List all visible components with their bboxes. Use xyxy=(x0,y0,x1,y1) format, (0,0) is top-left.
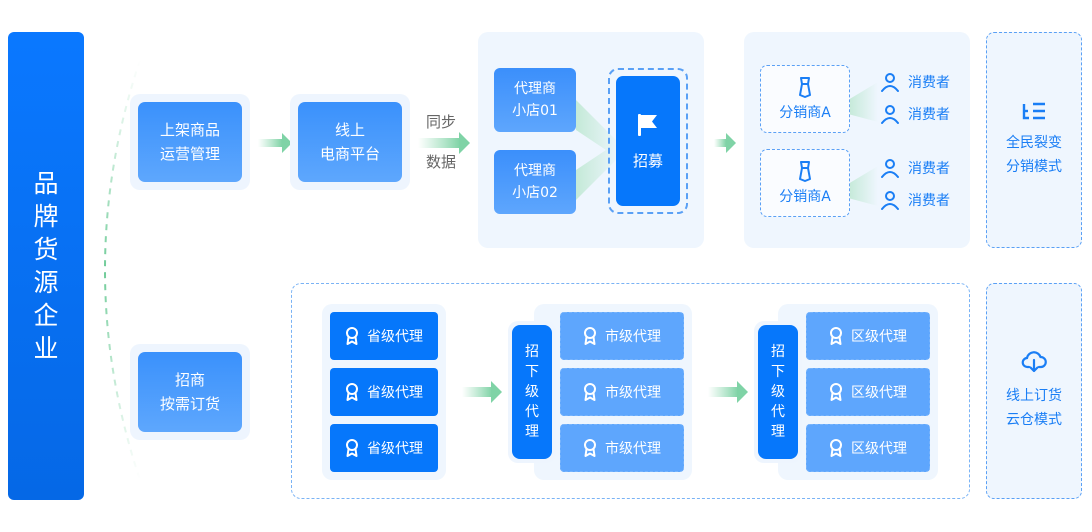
recruit-lower-label: 招下级代理 xyxy=(771,344,785,440)
provincial-agent-card[interactable]: 省级代理 xyxy=(330,312,438,360)
city-agent-card[interactable]: 市级代理 xyxy=(560,368,684,416)
recruit-label: 招募 xyxy=(632,151,663,170)
provincial-agent-card[interactable]: 省级代理 xyxy=(330,368,438,416)
provincial-group: 省级代理 省级代理 省级代理 xyxy=(322,304,446,480)
distributor-label: 分销商A xyxy=(779,105,831,121)
step-ecommerce-line2: 电商平台 xyxy=(319,145,380,163)
city-agent-label: 市级代理 xyxy=(605,329,661,345)
district-agent-card[interactable]: 区级代理 xyxy=(806,424,930,472)
provincial-agent-label: 省级代理 xyxy=(367,329,423,345)
hierarchy-list-icon xyxy=(1022,102,1045,120)
provincial-agent-label: 省级代理 xyxy=(367,385,423,401)
user-icon xyxy=(881,73,899,92)
agent-hierarchy-frame xyxy=(291,283,970,499)
flag-icon xyxy=(638,113,657,136)
arrow-right-icon xyxy=(714,133,736,153)
award-icon xyxy=(584,383,596,401)
sync-label-top: 同步 xyxy=(426,113,457,131)
recruit-lower-tag[interactable]: 招下级代理 xyxy=(512,325,552,459)
award-icon xyxy=(584,439,596,457)
award-icon xyxy=(584,327,596,345)
city-agent-card[interactable]: 市级代理 xyxy=(560,424,684,472)
award-icon xyxy=(346,439,358,457)
provincial-agent-label: 省级代理 xyxy=(367,441,423,457)
consumer-label: 消费者 xyxy=(908,161,950,177)
user-icon xyxy=(881,191,899,210)
step-shelf-line1: 上架商品 xyxy=(159,121,220,139)
arrow-right-icon xyxy=(708,381,748,403)
consumer-label: 消费者 xyxy=(908,75,950,91)
city-group: 市级代理 市级代理 市级代理 xyxy=(560,312,684,472)
step-shelf-line2: 运营管理 xyxy=(159,145,220,163)
consumer-item: 消费者 xyxy=(880,158,950,178)
district-agent-label: 区级代理 xyxy=(851,329,907,345)
fission-distribution-mode[interactable]: 全民裂变 分销模式 xyxy=(986,32,1082,248)
recruit-card[interactable]: 招募 xyxy=(616,76,680,206)
award-icon xyxy=(346,383,358,401)
recruit-lower-label: 招下级代理 xyxy=(525,344,539,440)
consumer-label: 消费者 xyxy=(908,107,950,123)
agent-store-card[interactable]: 代理商 小店02 xyxy=(494,150,576,214)
award-icon xyxy=(346,327,358,345)
recruit-lower-frame: 招下级代理 xyxy=(508,321,556,463)
award-icon xyxy=(830,327,842,345)
cloud-warehouse-mode[interactable]: 线上订货 云仓模式 xyxy=(986,283,1082,499)
mode-line1: 全民裂变 xyxy=(1006,135,1062,151)
step-ecommerce-card[interactable]: 线上 电商平台 xyxy=(298,102,402,182)
district-group: 区级代理 区级代理 区级代理 xyxy=(806,312,930,472)
user-icon xyxy=(881,105,899,124)
brand-bar: 品牌货源企业 xyxy=(8,32,84,500)
district-agent-card[interactable]: 区级代理 xyxy=(806,312,930,360)
agent-store-line1: 代理商 xyxy=(514,81,556,97)
step-shelf-card[interactable]: 上架商品 运营管理 xyxy=(138,102,242,182)
agent-store-line2: 小店01 xyxy=(512,103,558,119)
arrow-right-icon xyxy=(258,133,292,153)
district-agent-card[interactable]: 区级代理 xyxy=(806,368,930,416)
mode-line1: 线上订货 xyxy=(1006,388,1062,404)
recruit-frame: 招募 xyxy=(608,68,688,214)
step-ecommerce-frame: 线上 电商平台 xyxy=(290,94,410,190)
consumer-label: 消费者 xyxy=(908,193,950,209)
agent-store-card[interactable]: 代理商 小店01 xyxy=(494,68,576,132)
agent-store-line2: 小店02 xyxy=(512,185,558,201)
step-shelf-frame: 上架商品 运营管理 xyxy=(130,94,250,190)
district-agent-label: 区级代理 xyxy=(851,385,907,401)
step-investment-line2: 按需订货 xyxy=(159,395,220,413)
recruit-lower-tag[interactable]: 招下级代理 xyxy=(758,325,798,459)
consumer-item: 消费者 xyxy=(880,190,950,210)
user-icon xyxy=(881,159,899,178)
mode-line2: 分销模式 xyxy=(1006,159,1062,175)
tie-icon xyxy=(799,161,811,182)
recruit-lower-frame: 招下级代理 xyxy=(754,321,802,463)
district-agent-label: 区级代理 xyxy=(851,441,907,457)
consumer-item: 消费者 xyxy=(880,72,950,92)
step-investment-frame: 招商 按需订货 xyxy=(130,344,250,440)
step-investment-line1: 招商 xyxy=(174,371,205,389)
tie-icon xyxy=(799,77,811,98)
consumer-item: 消费者 xyxy=(880,104,950,124)
distributor-card[interactable]: 分销商A xyxy=(760,65,850,133)
consumer-fan-connector xyxy=(848,82,878,206)
city-agent-label: 市级代理 xyxy=(605,441,661,457)
award-icon xyxy=(830,383,842,401)
cloud-download-icon xyxy=(1021,351,1047,373)
provincial-agent-card[interactable]: 省级代理 xyxy=(330,424,438,472)
award-icon xyxy=(830,439,842,457)
distributor-label: 分销商A xyxy=(779,189,831,205)
sync-label-bottom: 数据 xyxy=(426,153,457,171)
sync-arrow-icon xyxy=(418,132,470,154)
agent-fan-connector xyxy=(576,100,616,200)
step-ecommerce-line1: 线上 xyxy=(334,121,365,139)
arrow-right-icon xyxy=(462,381,502,403)
mode-line2: 云仓模式 xyxy=(1006,412,1062,428)
city-agent-card[interactable]: 市级代理 xyxy=(560,312,684,360)
city-agent-label: 市级代理 xyxy=(605,385,661,401)
distributor-card[interactable]: 分销商A xyxy=(760,149,850,217)
agent-store-line1: 代理商 xyxy=(514,163,556,179)
brand-title: 品牌货源企业 xyxy=(33,169,59,363)
step-investment-card[interactable]: 招商 按需订货 xyxy=(138,352,242,432)
